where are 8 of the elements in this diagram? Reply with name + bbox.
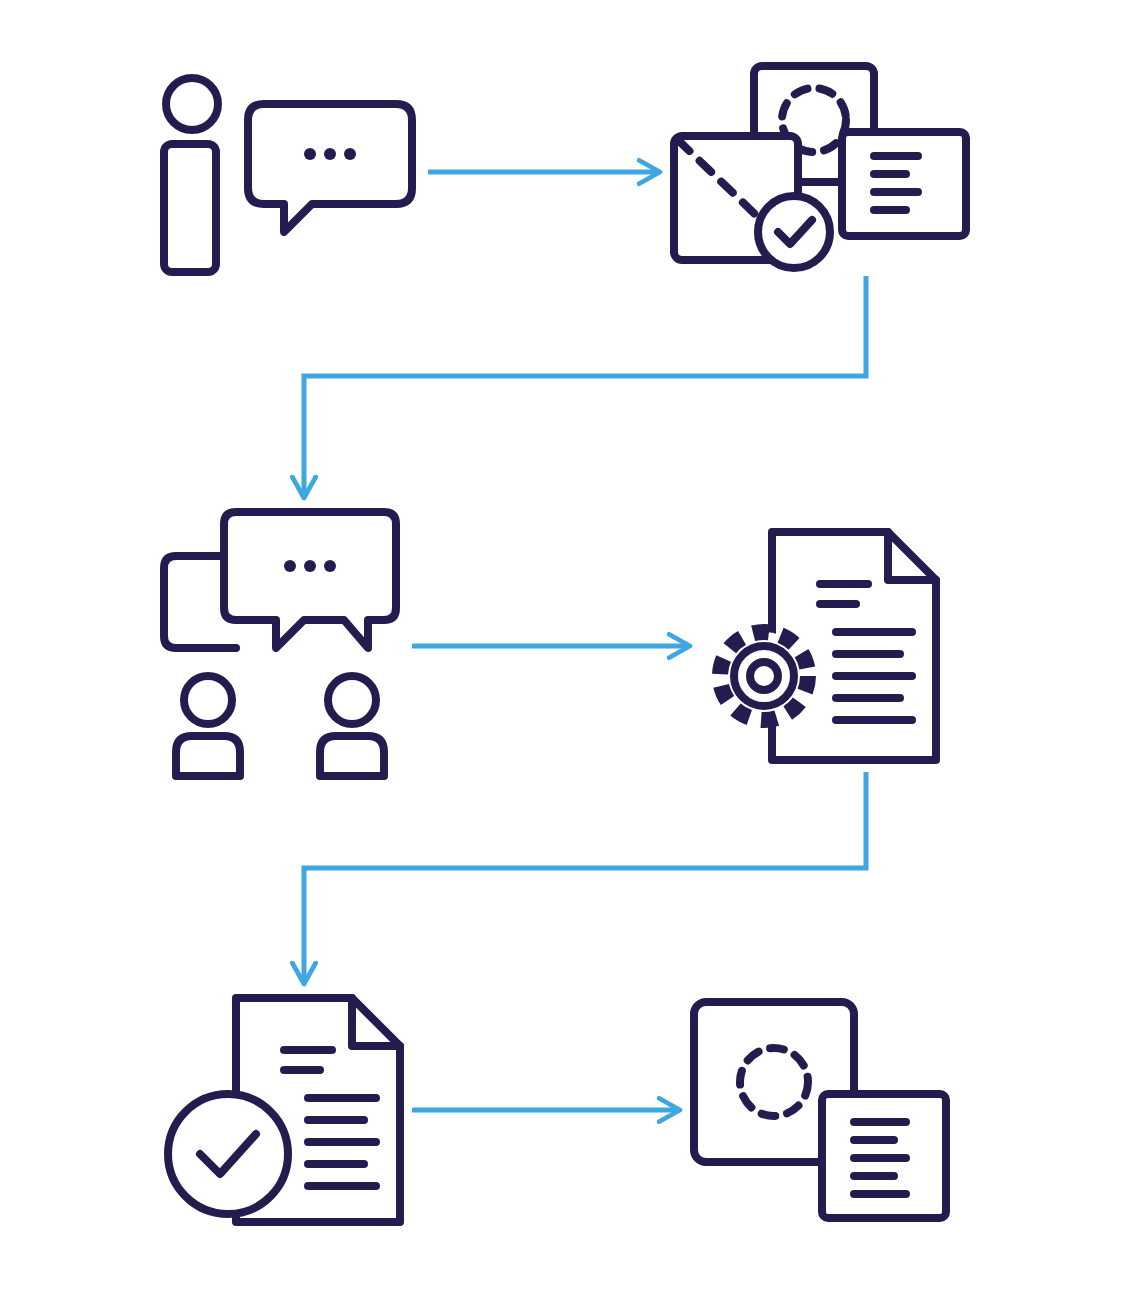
frame-document-icon [686, 994, 954, 1226]
arrow [290, 772, 869, 987]
arrow [412, 1096, 683, 1124]
arrow [412, 632, 693, 660]
document-check-icon [160, 990, 408, 1230]
arrow [290, 276, 869, 501]
documents-check-icon [666, 60, 974, 272]
arrow [428, 158, 663, 186]
